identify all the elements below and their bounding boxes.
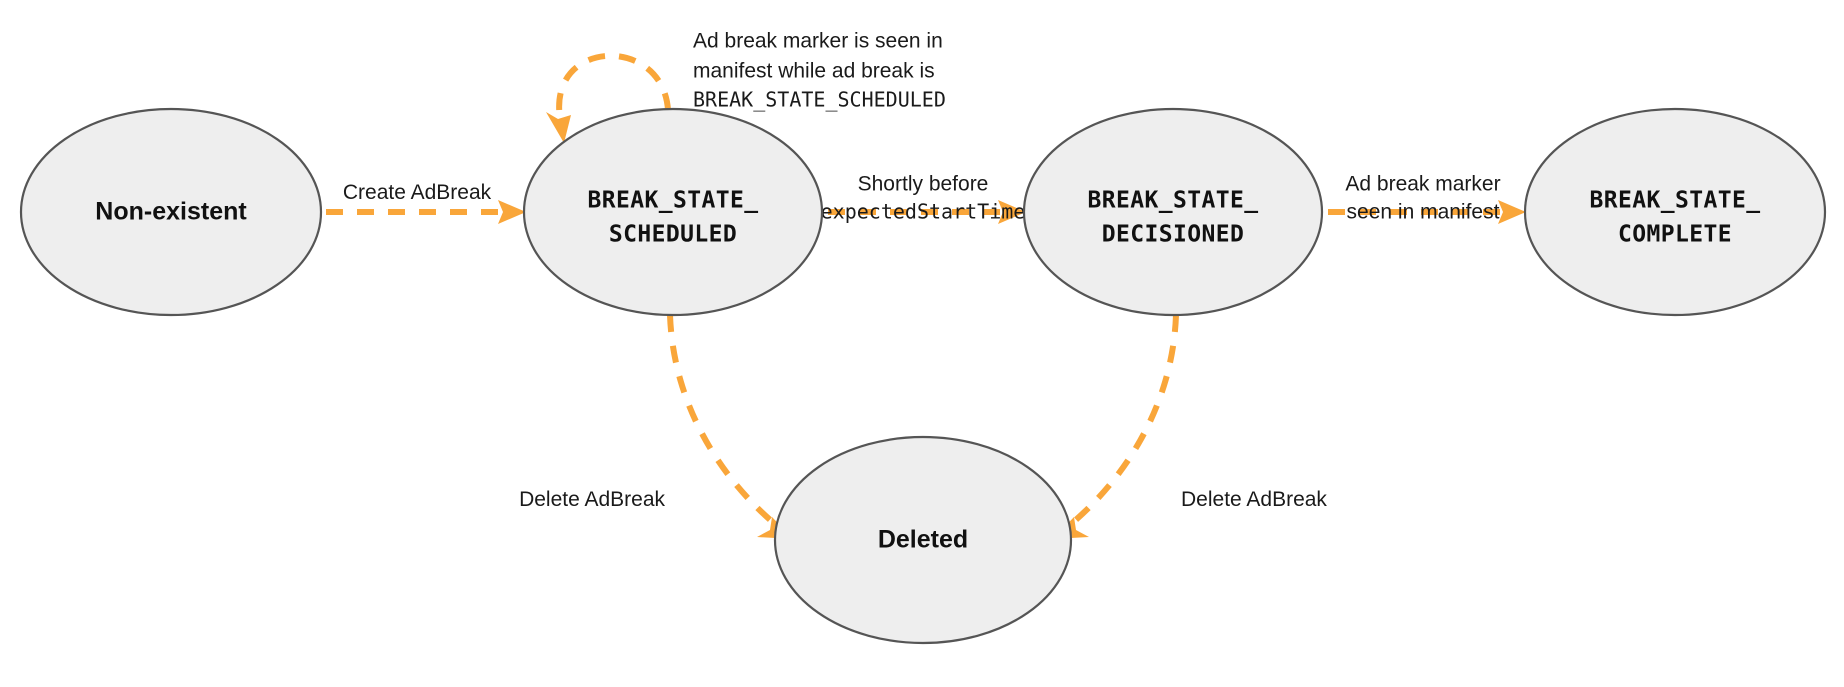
node-break-state-decisioned[interactable]: BREAK_STATE_ DECISIONED <box>1022 107 1324 317</box>
edge-label-part-sans: Delete <box>519 488 584 511</box>
node-break-state-scheduled-shape[interactable] <box>522 107 824 317</box>
edge-label-part-mono: AdBreak <box>1246 488 1327 511</box>
node-break-state-scheduled[interactable]: BREAK_STATE_ SCHEDULED <box>522 107 824 317</box>
edge-scheduled-to-decisioned-label-line2: expectedStartTime <box>821 200 1026 224</box>
edge-label-part-sans: Delete <box>1181 488 1246 511</box>
node-deleted[interactable]: Deleted <box>773 435 1073 645</box>
edge-label-part-mono: AdBreak <box>411 181 492 204</box>
edge-scheduled-self-loop-label-line1: Ad break marker is seen in <box>693 30 943 53</box>
node-break-state-scheduled-label-line1: BREAK_STATE_ <box>588 188 759 214</box>
edge-scheduled-to-decisioned: Shortly before expectedStartTime <box>821 173 1026 224</box>
node-break-state-scheduled-label-line2: SCHEDULED <box>609 222 737 248</box>
edge-scheduled-self-loop-arrowhead <box>546 112 571 143</box>
node-non-existent-shape[interactable] <box>19 107 323 317</box>
node-break-state-decisioned-shape[interactable] <box>1022 107 1324 317</box>
edge-scheduled-self-loop-label-line3: BREAK_STATE_SCHEDULED <box>693 88 946 112</box>
edge-scheduled-self-loop: Ad break marker is seen in manifest whil… <box>546 30 946 143</box>
edge-decisioned-to-deleted: Delete AdBreak <box>1053 314 1327 539</box>
edge-create-adbreak-arrowhead <box>498 200 526 224</box>
node-break-state-complete-label-line1: BREAK_STATE_ <box>1590 188 1761 214</box>
edge-decisioned-to-complete-arrowhead <box>1498 200 1526 224</box>
node-break-state-decisioned-label-line2: DECISIONED <box>1102 222 1244 248</box>
edge-decisioned-to-deleted-label: Delete AdBreak <box>1181 488 1327 511</box>
edge-scheduled-self-loop-line <box>556 52 671 119</box>
edge-create-adbreak-label: Create AdBreak <box>343 181 492 204</box>
node-non-existent-label: Non-existent <box>95 198 247 226</box>
edge-create-adbreak: Create AdBreak <box>326 181 526 224</box>
edge-scheduled-self-loop-label-line2: manifest while ad break is <box>693 60 935 83</box>
edge-scheduled-to-deleted-line <box>667 314 777 527</box>
edge-scheduled-to-deleted: Delete AdBreak <box>519 314 793 539</box>
node-deleted-shape[interactable] <box>773 435 1073 645</box>
node-break-state-complete[interactable]: BREAK_STATE_ COMPLETE <box>1523 107 1827 317</box>
edge-label-part-sans: Create <box>343 181 411 204</box>
edge-decisioned-to-complete: Ad break marker seen in manifest <box>1328 173 1526 224</box>
edge-scheduled-to-deleted-label: Delete AdBreak <box>519 488 665 511</box>
edge-scheduled-to-decisioned-arrowhead <box>998 200 1026 224</box>
node-break-state-complete-label-line2: COMPLETE <box>1618 222 1732 248</box>
node-break-state-complete-shape[interactable] <box>1523 107 1827 317</box>
edge-scheduled-to-decisioned-label-line1: Shortly before <box>858 173 989 196</box>
node-break-state-decisioned-label-line1: BREAK_STATE_ <box>1088 188 1259 214</box>
edge-decisioned-to-complete-label-line1: Ad break marker <box>1345 173 1500 196</box>
edge-decisioned-to-complete-label-line2: seen in manifest <box>1347 201 1500 224</box>
node-deleted-label: Deleted <box>878 526 968 554</box>
node-non-existent[interactable]: Non-existent <box>19 107 323 317</box>
edge-label-part-mono: AdBreak <box>584 488 665 511</box>
edge-decisioned-to-deleted-line <box>1069 314 1179 527</box>
